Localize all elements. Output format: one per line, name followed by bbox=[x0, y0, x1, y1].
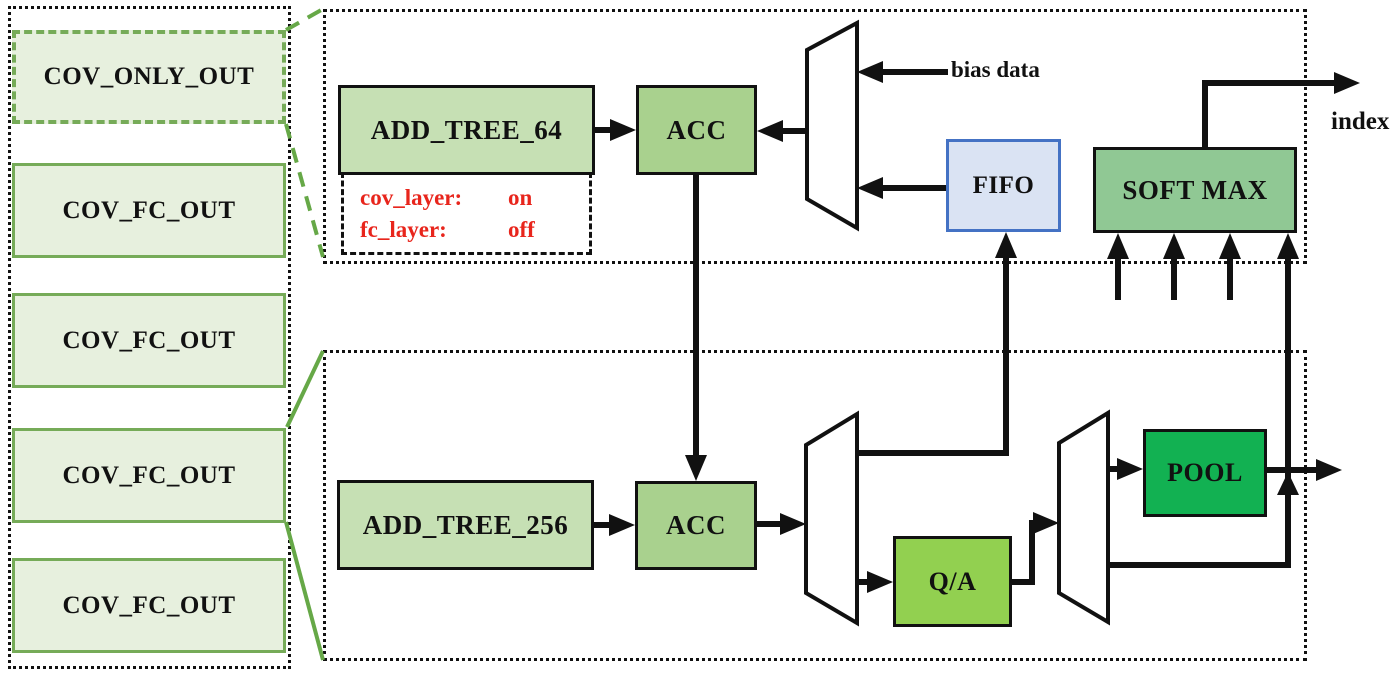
mux-bottom-2 bbox=[1057, 409, 1110, 626]
cov-only-expand-line-bottom bbox=[284, 123, 325, 258]
acc-bottom-block: ACC bbox=[635, 481, 757, 570]
wire-mux2-to-softmax bbox=[1108, 233, 1299, 568]
add-tree-256-block: ADD_TREE_256 bbox=[337, 480, 594, 570]
cov-fc-out-box-2: COV_FC_OUT bbox=[12, 293, 286, 388]
config-value: on bbox=[508, 184, 533, 210]
index-label: index bbox=[1331, 108, 1390, 135]
cov-only-datapath-panel bbox=[323, 9, 1307, 264]
cov-fc-expand-line-bottom bbox=[284, 521, 325, 661]
cov-fc-out-box-1: COV_FC_OUT bbox=[12, 163, 286, 258]
output-modes-panel bbox=[8, 6, 291, 669]
mux-top bbox=[805, 19, 859, 232]
cov-only-out-box: COV_ONLY_OUT bbox=[12, 30, 286, 124]
cov-fc-datapath-panel bbox=[323, 350, 1307, 661]
wire-qa-to-mux2 bbox=[1012, 512, 1059, 585]
config-row-fc-layer: fc_layer: off bbox=[360, 215, 589, 245]
cov-only-expand-line-top bbox=[285, 7, 324, 32]
fifo-block: FIFO bbox=[946, 139, 1061, 232]
bias-data-label: bias data bbox=[951, 57, 1040, 82]
mux-bottom-1 bbox=[804, 410, 859, 627]
softmax-block: SOFT MAX bbox=[1093, 147, 1297, 233]
add-tree-64-block: ADD_TREE_64 bbox=[338, 85, 595, 175]
layer-config-box: cov_layer: on fc_layer: off bbox=[341, 172, 592, 255]
wire-mux1-to-fifo bbox=[857, 232, 1017, 456]
merge-arrowhead-into-pool-output bbox=[1277, 472, 1299, 495]
cov-fc-expand-line-top bbox=[285, 350, 325, 428]
acc-top-block: ACC bbox=[636, 85, 757, 175]
wire-softmax-to-index bbox=[1202, 72, 1360, 147]
config-row-cov-layer: cov_layer: on bbox=[360, 183, 589, 213]
cov-fc-out-box-3: COV_FC_OUT bbox=[12, 428, 286, 523]
config-value: off bbox=[508, 216, 535, 242]
config-key: cov_layer: bbox=[360, 184, 463, 210]
qa-block: Q/A bbox=[893, 536, 1012, 627]
config-key: fc_layer: bbox=[360, 216, 447, 242]
cov-fc-out-box-4: COV_FC_OUT bbox=[12, 558, 286, 653]
pool-block: POOL bbox=[1143, 429, 1267, 517]
